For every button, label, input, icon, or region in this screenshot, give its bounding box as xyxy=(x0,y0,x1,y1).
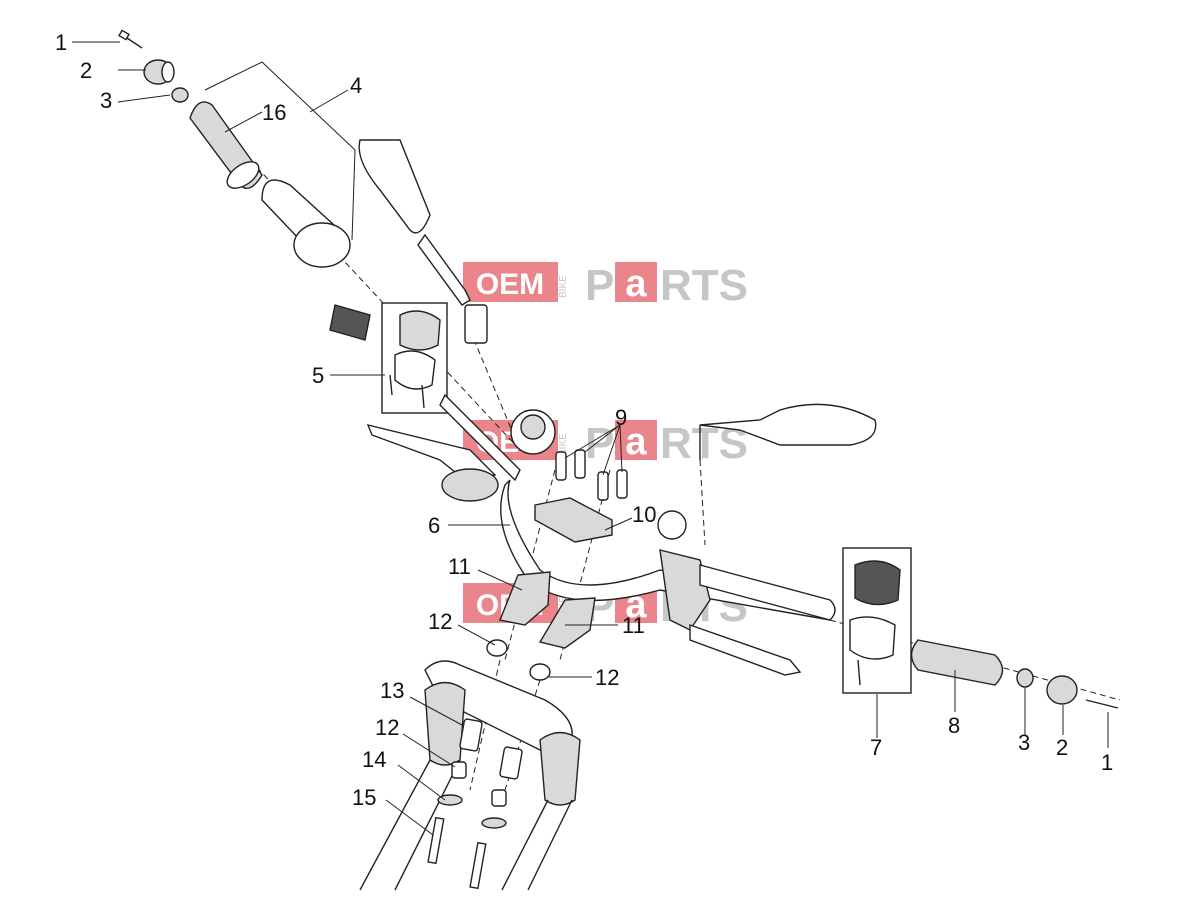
right-lever xyxy=(657,510,802,676)
callout-5: 5 xyxy=(312,363,324,388)
callout-7: 7 xyxy=(870,735,882,760)
callout-2-left: 2 xyxy=(80,58,92,83)
callout-12-right: 12 xyxy=(595,665,619,690)
callout-13: 13 xyxy=(380,678,404,703)
callout-12-lower: 12 xyxy=(375,715,399,740)
left-mirror xyxy=(358,139,488,344)
callout-2-right: 2 xyxy=(1056,735,1068,760)
right-bar-end-screw xyxy=(1085,699,1119,709)
left-grip xyxy=(189,101,263,189)
watermark-oem-text: OEM xyxy=(476,268,544,301)
callout-6: 6 xyxy=(428,513,440,538)
callout-3-right: 3 xyxy=(1018,730,1030,755)
leader-lines xyxy=(72,41,1109,836)
right-grip xyxy=(910,639,1004,686)
bushings xyxy=(486,639,551,681)
right-bar-end-weight xyxy=(1046,675,1078,705)
watermark-bike-text: BIKE xyxy=(558,275,569,298)
watermark-oem-box xyxy=(463,262,558,302)
watermark-top: OEM BIKE P a RTS xyxy=(463,261,748,310)
left-switch-box xyxy=(381,302,448,414)
callout-11-left: 11 xyxy=(448,554,471,579)
callout-1-right: 1 xyxy=(1101,750,1113,775)
callouts: 1 2 3 16 4 5 9 6 10 11 11 12 12 13 12 14… xyxy=(55,30,1113,810)
watermark-p-text: P xyxy=(585,261,614,310)
callout-8: 8 xyxy=(948,713,960,738)
callout-14: 14 xyxy=(362,747,386,772)
right-fork xyxy=(501,731,581,891)
left-fork xyxy=(359,681,466,891)
callout-3-left: 3 xyxy=(100,88,112,113)
right-mirror xyxy=(699,403,877,460)
right-riser xyxy=(538,597,596,649)
left-bar-end-weight xyxy=(143,59,175,85)
callout-11-right: 11 xyxy=(622,613,645,638)
callout-16: 16 xyxy=(262,100,286,125)
watermark-a-text: a xyxy=(625,421,647,463)
left-spacer xyxy=(171,87,189,103)
watermark-a-box xyxy=(615,420,657,460)
left-riser xyxy=(499,571,551,626)
left-lever xyxy=(366,409,556,502)
right-spacer xyxy=(1016,668,1034,688)
watermark-a-box xyxy=(615,262,657,302)
watermark-bike-text: BIKE xyxy=(558,433,569,456)
left-bar-end-screw xyxy=(118,29,143,49)
callout-12-upper: 12 xyxy=(428,609,452,634)
throttle-tube xyxy=(261,179,371,341)
callout-1-left: 1 xyxy=(55,30,67,55)
callout-9: 9 xyxy=(615,405,627,430)
watermark-rts-text: RTS xyxy=(660,261,748,310)
top-clamp xyxy=(534,449,628,543)
callout-4: 4 xyxy=(350,73,362,98)
lower-bolts xyxy=(427,718,523,890)
right-bar-tube xyxy=(699,564,836,621)
callout-10: 10 xyxy=(632,502,656,527)
callout-15: 15 xyxy=(352,785,376,810)
right-switch-box xyxy=(842,547,912,694)
watermark-a-text: a xyxy=(625,263,647,305)
